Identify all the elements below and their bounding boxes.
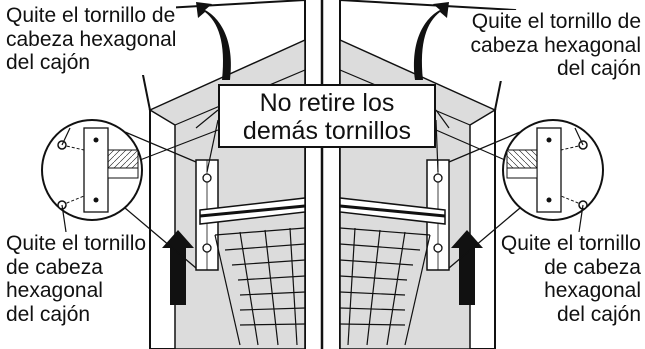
label-top-right: Quite el tornillo de cabeza hexagonal de… <box>470 10 641 81</box>
label-bottom-left-line-1: Quite el tornillo <box>6 232 147 255</box>
label-top-right-line-1: Quite el tornillo de <box>471 10 641 33</box>
left-lift-arrow <box>162 230 194 305</box>
right-curved-arrow <box>414 2 449 80</box>
label-bottom-right-line-2: de cabeza <box>544 255 641 279</box>
label-top-right-line-3: del cajón <box>556 57 641 80</box>
label-bottom-right: Quite el tornillo de cabeza hexagonal de… <box>500 232 641 326</box>
left-basket <box>214 227 306 346</box>
left-curved-arrow <box>196 2 231 80</box>
right-basket <box>339 227 431 346</box>
label-top-right-line-2: cabeza hexagonal <box>470 33 641 57</box>
center-warning-line-1: No retire los <box>259 89 395 117</box>
center-warning-line-2: demás tornillos <box>242 117 412 145</box>
label-top-left-line-3: del cajón <box>6 51 91 74</box>
label-bottom-right-line-4: del cajón <box>556 302 641 326</box>
label-bottom-left-line-2: de cabeza <box>6 255 103 279</box>
right-lift-arrow <box>451 230 483 305</box>
label-bottom-left-line-4: del cajón <box>6 302 91 326</box>
label-bottom-left: Quite el tornillo de cabeza hexagonal de… <box>6 232 147 326</box>
label-bottom-right-line-3: hexagonal <box>544 279 641 302</box>
label-top-left-line-2: cabeza hexagonal <box>6 27 177 51</box>
label-top-left: Quite el tornillo de cabeza hexagonal de… <box>6 4 177 75</box>
left-hex-screw-bottom <box>202 243 212 253</box>
center-warning-box: No retire los demás tornillos <box>218 84 436 148</box>
label-top-left-line-1: Quite el tornillo de <box>6 4 176 27</box>
right-hex-screw-bottom <box>433 243 443 253</box>
label-bottom-left-line-3: hexagonal <box>6 279 103 302</box>
left-hex-screw-top <box>202 173 212 183</box>
label-bottom-right-line-1: Quite el tornillo <box>500 232 641 255</box>
right-hex-screw-top <box>433 173 443 183</box>
